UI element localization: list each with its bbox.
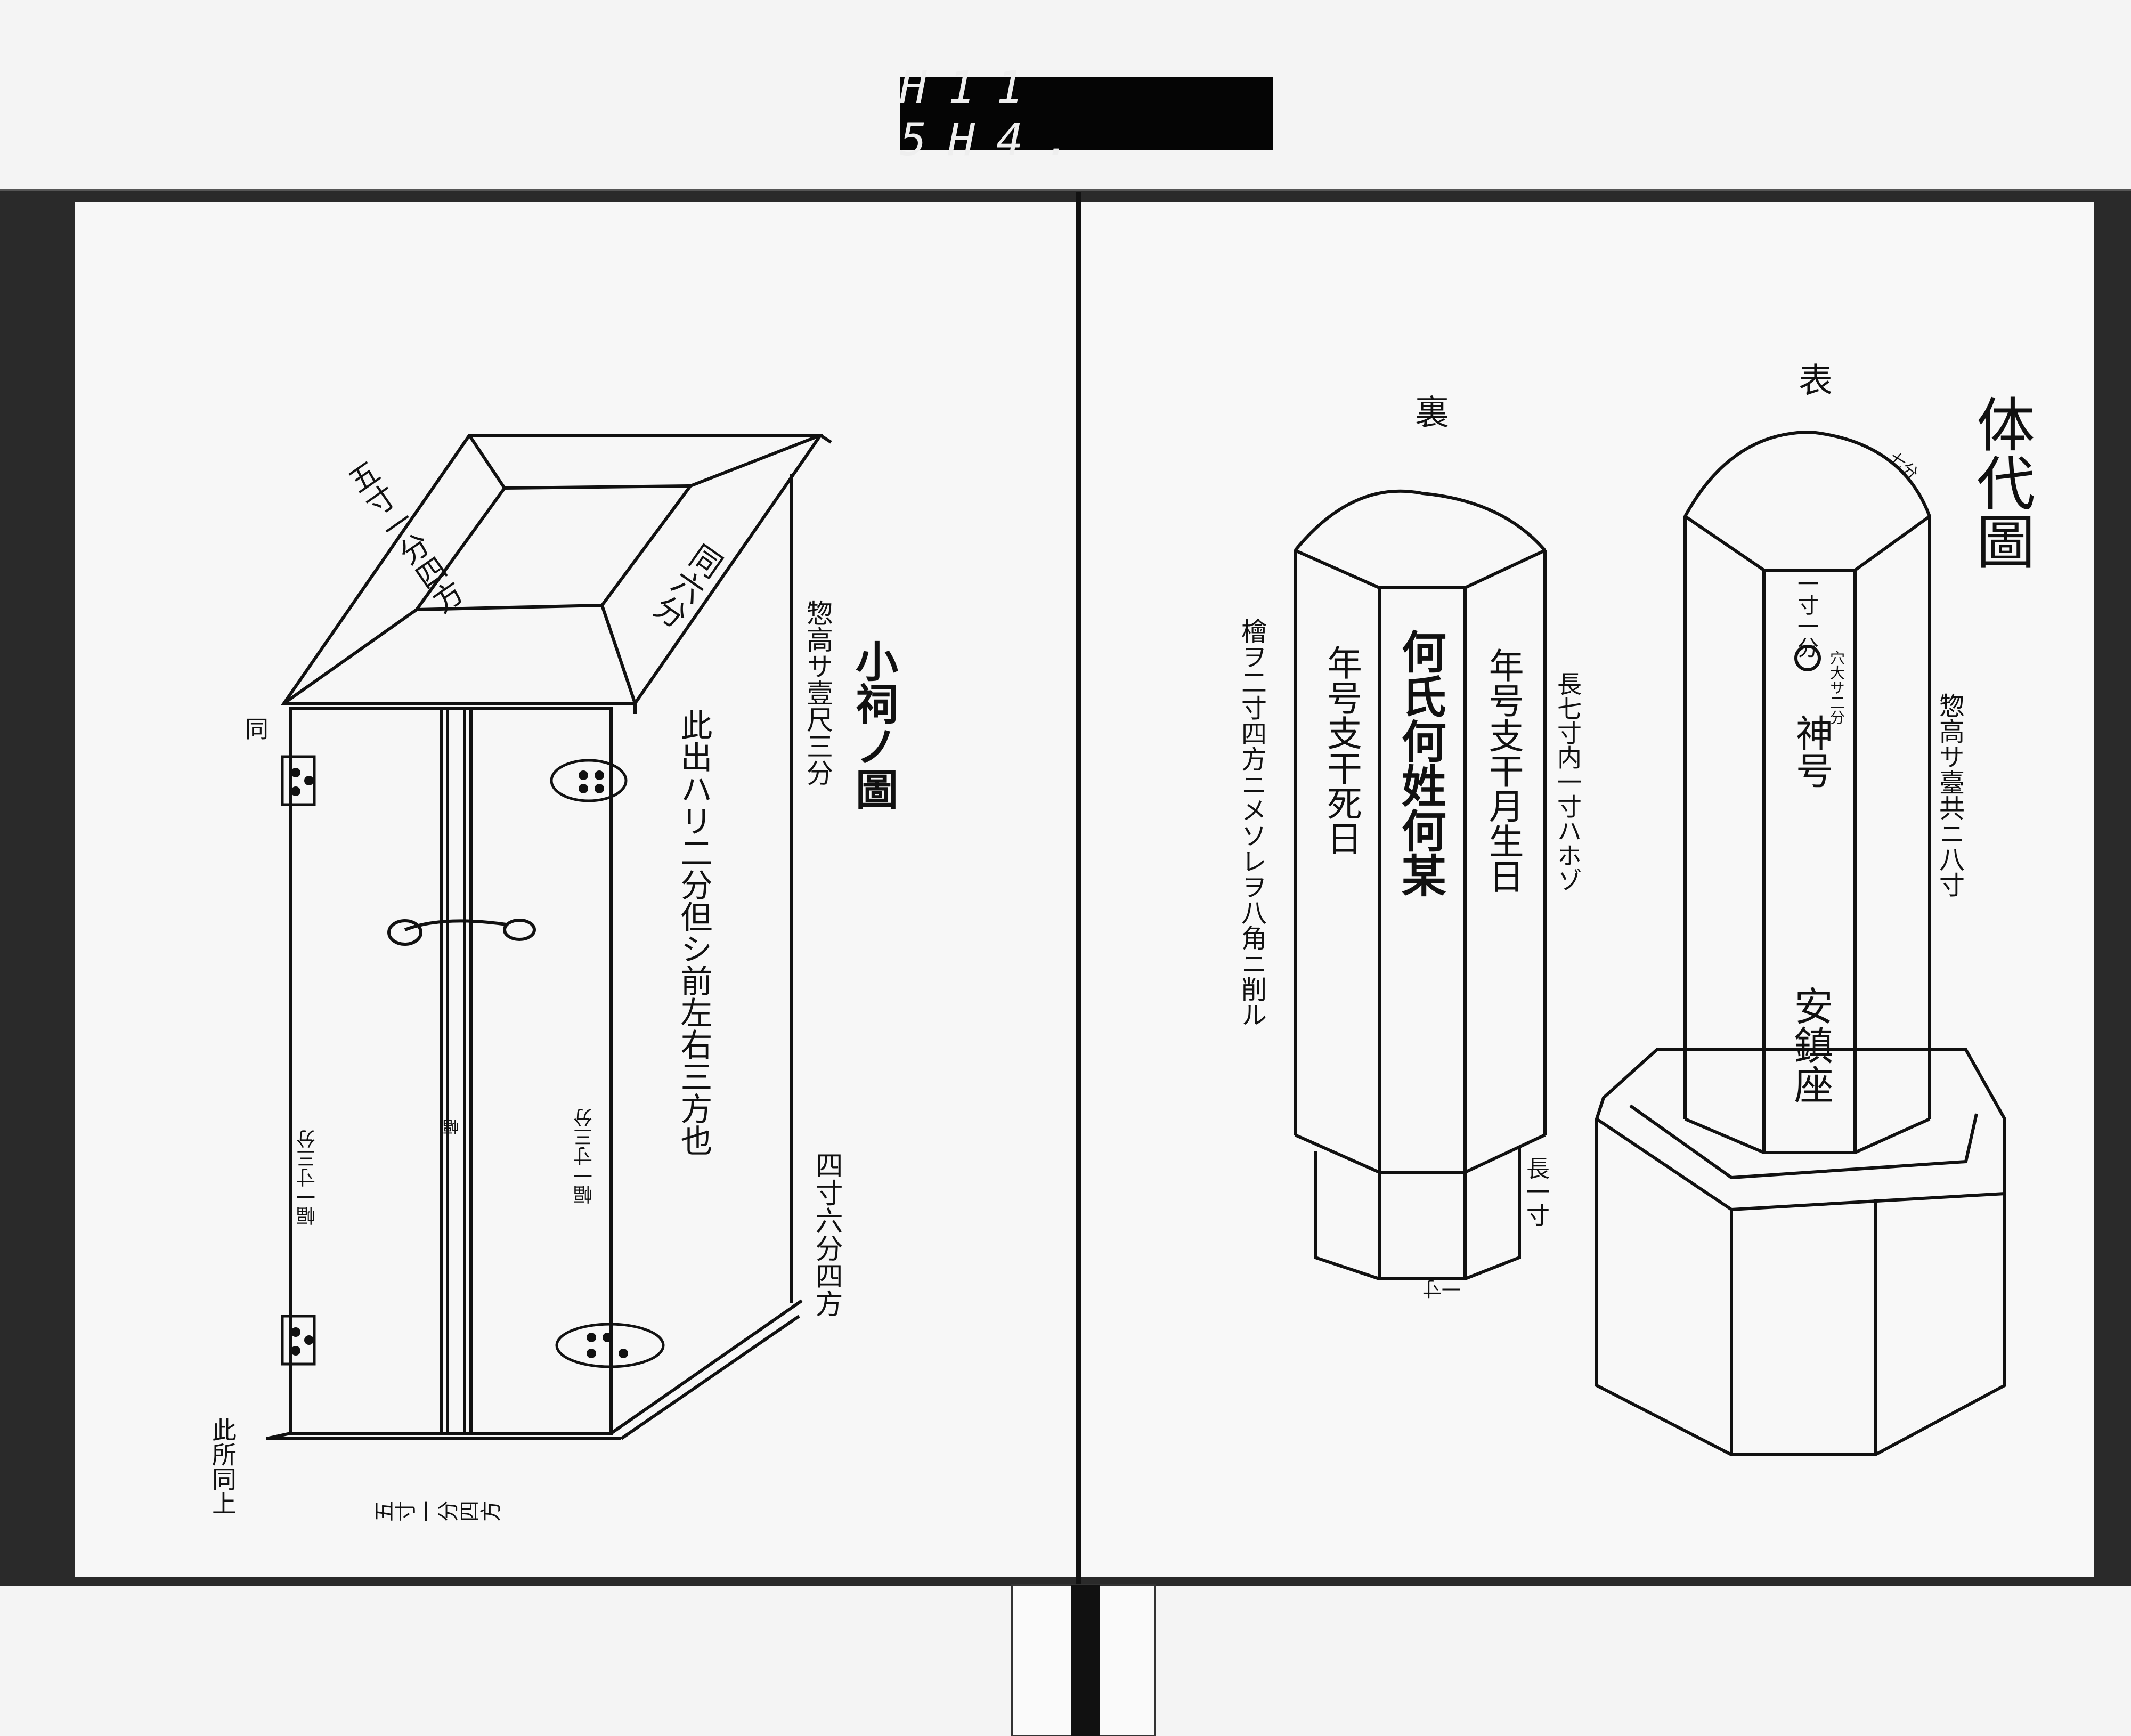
body-width-note: 四寸六分四方	[810, 1151, 842, 1317]
deity-name-text: 神号	[1790, 714, 1834, 789]
octagonal-base-top	[1595, 1048, 2006, 1212]
left-page	[75, 202, 1076, 1577]
front-tablet-drawing	[1595, 430, 2006, 1456]
back-tablet-drawing	[1294, 489, 1547, 1280]
shrine-front	[289, 707, 613, 1435]
front-label: 表	[1793, 362, 1832, 396]
length-note: 長七寸内一寸ハホゾ	[1553, 671, 1582, 892]
base-width-note: 五寸一分四方	[373, 1501, 501, 1526]
front-total-height-note: 惣高サ臺共ニ八寸	[1934, 693, 1964, 897]
shrine-title: 小祠ノ圖	[849, 639, 899, 810]
roof-corner-note: 同	[241, 717, 268, 740]
small-shrine-drawing	[266, 434, 832, 1440]
material-note: 檜ヲ二寸四方ニメソレヲ八角ニ削ル	[1237, 618, 1266, 1027]
hole-position-note: 一寸一分	[1794, 573, 1818, 658]
tablet-title: 体代圖	[1966, 394, 2035, 570]
death-date-text: 年号支干死日	[1321, 645, 1362, 856]
total-height-note: 惣高サ壹尺三分	[802, 599, 833, 786]
door-width-left: 幅一寸三分	[297, 1130, 319, 1226]
tenon-width-note: 一寸	[1422, 1277, 1461, 1299]
door-width-right: 幅一寸三分	[574, 1108, 596, 1204]
name-text: 何氏何姓何某	[1394, 629, 1447, 897]
right-page	[1081, 202, 2094, 1577]
hinges	[281, 755, 665, 1368]
door-handle	[404, 919, 507, 931]
overhang-note: 此出ハリ二分但シ前左右三方也	[675, 709, 712, 1156]
hole-size-note: 穴大サ二分	[1828, 650, 1845, 725]
door-width-center: 幅	[443, 1119, 462, 1135]
birth-date-text: 年号支干月生日	[1483, 647, 1524, 894]
tenon-length-note: 長一寸	[1522, 1156, 1549, 1227]
enshrine-text: 安鎮座	[1787, 986, 1834, 1104]
base-note: 此所同上	[208, 1417, 237, 1515]
back-label: 裏	[1409, 394, 1449, 428]
